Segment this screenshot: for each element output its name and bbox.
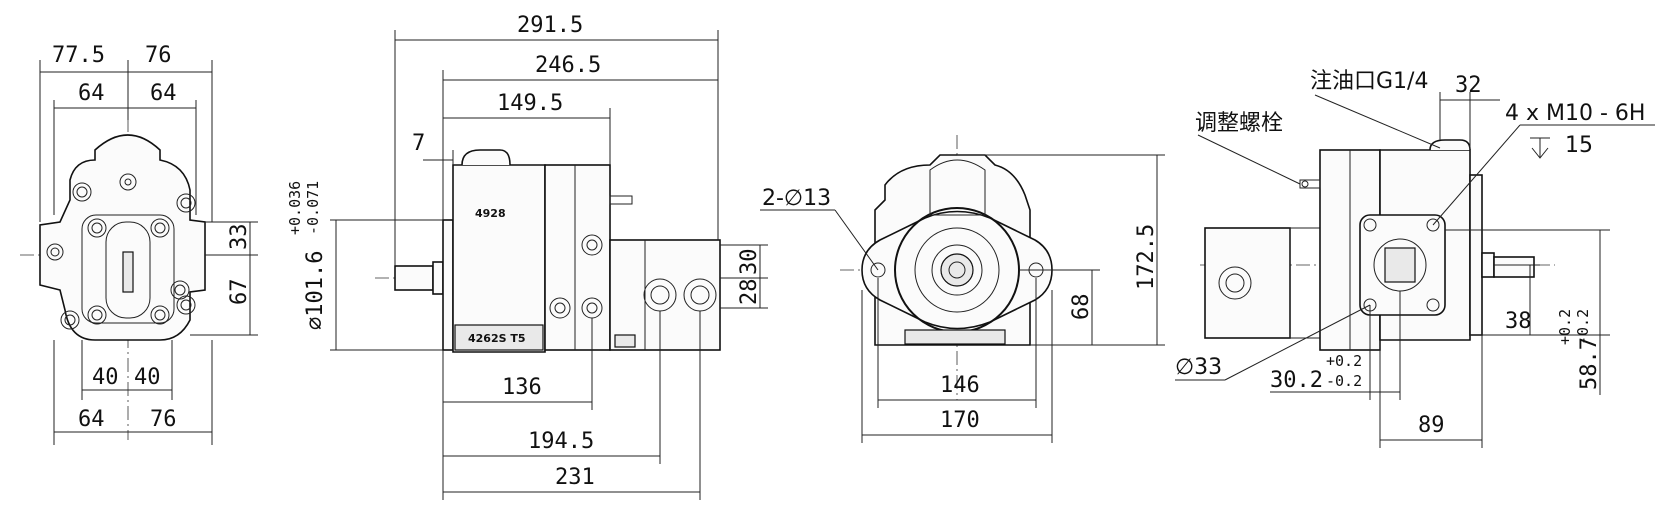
end-tol-lower: -0.2 xyxy=(1326,372,1362,390)
end-dim-58-7: 58.7 xyxy=(1577,337,1602,390)
end-dim-38: 38 xyxy=(1505,309,1532,334)
side-dim-291-5: 291.5 xyxy=(517,13,583,38)
front-dim-33: 33 xyxy=(227,224,252,251)
end-tol-upper: +0.2 xyxy=(1326,352,1362,370)
end-dim-32: 32 xyxy=(1455,73,1482,98)
front-dim-67: 67 xyxy=(227,279,252,306)
end-adjust-screw-label: 调整螺栓 xyxy=(1195,111,1283,136)
side-dim-28: 28 xyxy=(737,279,762,306)
rear-view: 2-∅13 146 170 68 172.5 xyxy=(760,135,1165,443)
side-dim-231: 231 xyxy=(555,465,595,490)
end-right-tol-upper: +0.2 xyxy=(1556,309,1574,345)
end-fill-port-label: 注油口G1/4 xyxy=(1310,69,1428,94)
front-dim-64-left: 64 xyxy=(78,81,105,106)
front-dim-76: 76 xyxy=(145,43,172,68)
rear-dim-146: 146 xyxy=(940,373,980,398)
side-dim-7: 7 xyxy=(412,131,425,156)
side-dim-149-5: 149.5 xyxy=(497,91,563,116)
end-port-diameter: ∅33 xyxy=(1175,355,1222,380)
rear-dim-170: 170 xyxy=(940,408,980,433)
end-dim-89: 89 xyxy=(1418,413,1445,438)
side-shaft-tol-lower: -0.071 xyxy=(304,181,322,235)
end-thread-note: 4 x M10 - 6H xyxy=(1505,101,1645,126)
rear-hole-label: 2-∅13 xyxy=(762,186,831,211)
front-view: 77.5 76 64 64 40 40 64 76 33 67 xyxy=(20,43,258,445)
front-dim-77-5: 77.5 xyxy=(52,43,105,68)
front-dim-64-right: 64 xyxy=(150,81,177,106)
side-plate-top: 4928 xyxy=(475,207,506,220)
side-dim-136: 136 xyxy=(502,375,542,400)
end-dim-30-2: 30.2 xyxy=(1270,368,1323,393)
side-plate-bottom: 4262S T5 xyxy=(468,332,526,345)
end-thread-depth: 15 xyxy=(1565,133,1593,158)
side-shaft-tol-upper: +0.036 xyxy=(286,181,304,235)
rear-dim-68: 68 xyxy=(1069,294,1094,321)
end-right-tol-lower: -0.2 xyxy=(1574,309,1592,345)
side-shaft-diameter: ∅101.6 xyxy=(303,251,328,330)
side-dim-30: 30 xyxy=(737,249,762,276)
side-dim-246-5: 246.5 xyxy=(535,53,601,78)
side-dim-194-5: 194.5 xyxy=(528,429,594,454)
front-dim-76-bottom: 76 xyxy=(150,407,177,432)
end-view: 调整螺栓 注油口G1/4 4 x M10 - 6H 15 ∅33 32 30.2… xyxy=(1175,69,1655,448)
front-dim-64-bottom: 64 xyxy=(78,407,105,432)
rear-dim-172-5: 172.5 xyxy=(1134,224,1159,290)
side-view: 4928 4262S T5 291.5 246.5 149.5 7 xyxy=(286,13,768,500)
front-dim-40-left: 40 xyxy=(92,365,119,390)
front-dim-40-right: 40 xyxy=(134,365,161,390)
